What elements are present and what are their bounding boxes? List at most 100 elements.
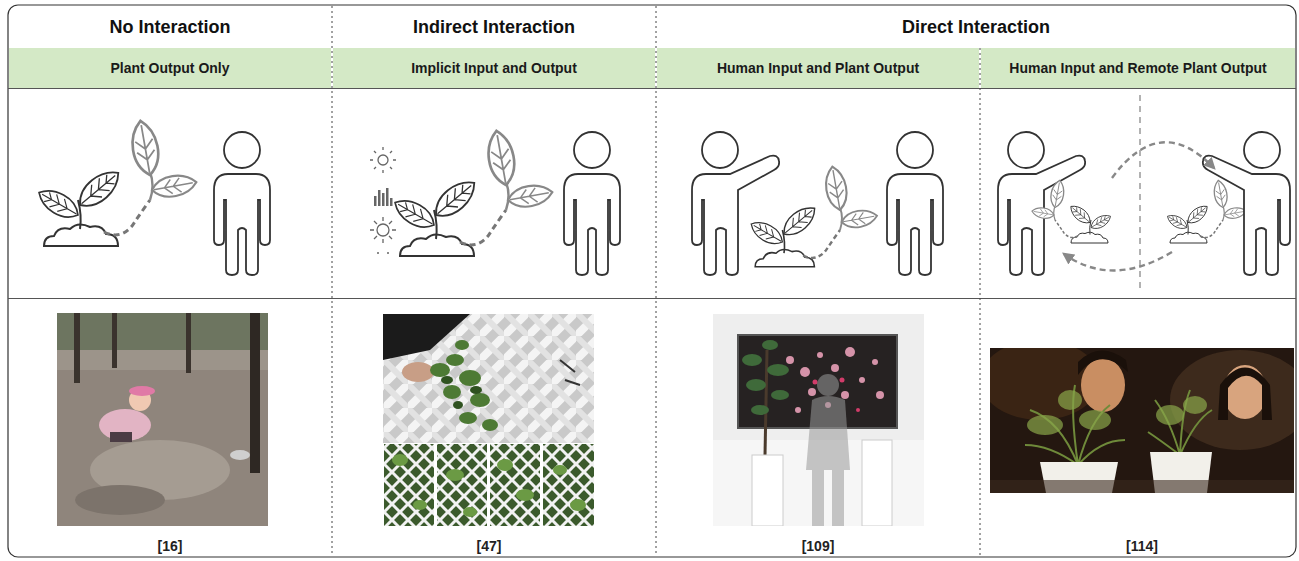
figure-frame [332,6,333,556]
photo-ivy-lattice [470,386,482,394]
remote-interaction-icon [998,95,1290,292]
sound-bars [374,196,377,206]
remote-interaction-icon [1165,179,1247,243]
photo-plant-display [800,367,810,377]
sound-bars [377,252,379,254]
photo-ivy-lattice [384,444,434,526]
photo-child-garden [230,450,250,460]
photo-child-garden [75,485,165,515]
column-heading: No Interaction [109,17,230,38]
photo-remote-plants [1079,410,1111,430]
photo-remote-plants [1027,390,1207,435]
figure-frame [8,298,1296,299]
photo-ivy-lattice [392,454,408,466]
remote-interaction-icon [1112,142,1214,178]
reference-number: [109] [802,538,835,554]
photo-ivy-lattice [441,376,482,409]
direct-interaction-icon [887,132,943,275]
photo-remote-plants [990,348,1294,493]
remote-interaction-icon [1064,252,1172,271]
reference-number: [47] [477,538,502,554]
photo-plant-display [746,379,766,391]
photo-plant-display [786,356,794,364]
photo-ivy-lattice [413,500,427,510]
photo-plant-display [742,354,762,366]
no-interaction-icon [34,119,198,246]
remote-interaction-icon [998,132,1085,275]
column-heading: Direct Interaction [902,17,1050,38]
photo-plant-display [713,314,924,526]
photo-plant-display [859,377,865,383]
photo-ivy-lattice [553,465,567,475]
photo-remote-plants [1027,415,1063,435]
photo-child-garden [186,313,191,373]
figure-frame [656,6,657,556]
photo-remote-plants [1183,396,1207,414]
sound-bars [374,188,393,254]
photo-plant-display [862,440,892,526]
photo-plant-display [765,350,767,455]
category-label: Plant Output Only [111,60,230,76]
remote-interaction-icon [1139,95,1141,292]
no-interaction-icon [34,119,270,275]
photo-child-garden [57,350,268,370]
photo-plant-display [808,388,816,396]
reference-number: [114] [1126,538,1158,554]
photo-plant-display [841,391,849,399]
remote-interaction-icon [1203,132,1290,275]
photo-child-garden [129,386,155,396]
sound-bars [387,252,389,254]
category-label: Human Input and Remote Plant Output [1009,60,1266,76]
figure-frame [980,48,981,556]
remote-interaction-icon [1031,179,1113,243]
photo-ivy-lattice [446,469,464,481]
photo-ivy-lattice [437,444,487,526]
photo-child-garden [99,409,151,441]
photo-plant-display [752,455,783,526]
category-band: Human Input and Remote Plant Output [981,48,1295,88]
photo-ivy-lattice [455,340,469,350]
photo-remote-plants [1081,358,1125,412]
photo-plant-display [762,340,778,350]
photo-child-garden [250,313,260,473]
photo-ivy-lattice [383,314,470,360]
figure-frame [8,5,1296,557]
direct-interaction-icon [747,165,878,267]
photo-ivy-lattice [383,443,594,526]
category-band: Plant Output Only [9,48,331,88]
figure-frame [8,88,1296,89]
photo-ivy-lattice [490,444,540,526]
photo-plant-display [817,374,839,396]
category-band: Human Input and Plant Output [657,48,979,88]
photo-plant-display [742,340,789,415]
indirect-interaction-icon [370,129,620,275]
photo-ivy-lattice [470,393,490,407]
photo-plant-display [831,364,839,372]
indirect-interaction-icon [390,129,554,256]
photo-ivy-lattice [383,314,594,444]
photo-plant-display [771,390,789,400]
photo-remote-plants [1078,350,1128,375]
environment-icons [370,217,396,243]
photo-remote-plants [1170,350,1294,450]
photo-ivy-lattice [560,360,580,385]
photo-plant-display [876,391,884,399]
category-label: Implicit Input and Output [411,60,577,76]
photo-remote-plants [1025,385,1125,465]
reference-number: [16] [158,538,183,554]
photo-plant-display [806,396,850,470]
sound-bars [386,188,389,206]
sound-bars [382,193,385,206]
photo-plant-display [751,405,769,415]
photo-child-garden [57,313,268,526]
photo-remote-plants [1156,405,1184,425]
photo-ivy-lattice [459,370,481,386]
figure-frame [8,5,1296,557]
photo-child-garden [110,432,132,442]
column-heading: Indirect Interaction [413,17,575,38]
photo-ivy-lattice [383,314,594,526]
photo-remote-plants [1148,390,1212,455]
indirect-interaction-icon [564,132,620,275]
photo-plant-display [845,347,855,357]
